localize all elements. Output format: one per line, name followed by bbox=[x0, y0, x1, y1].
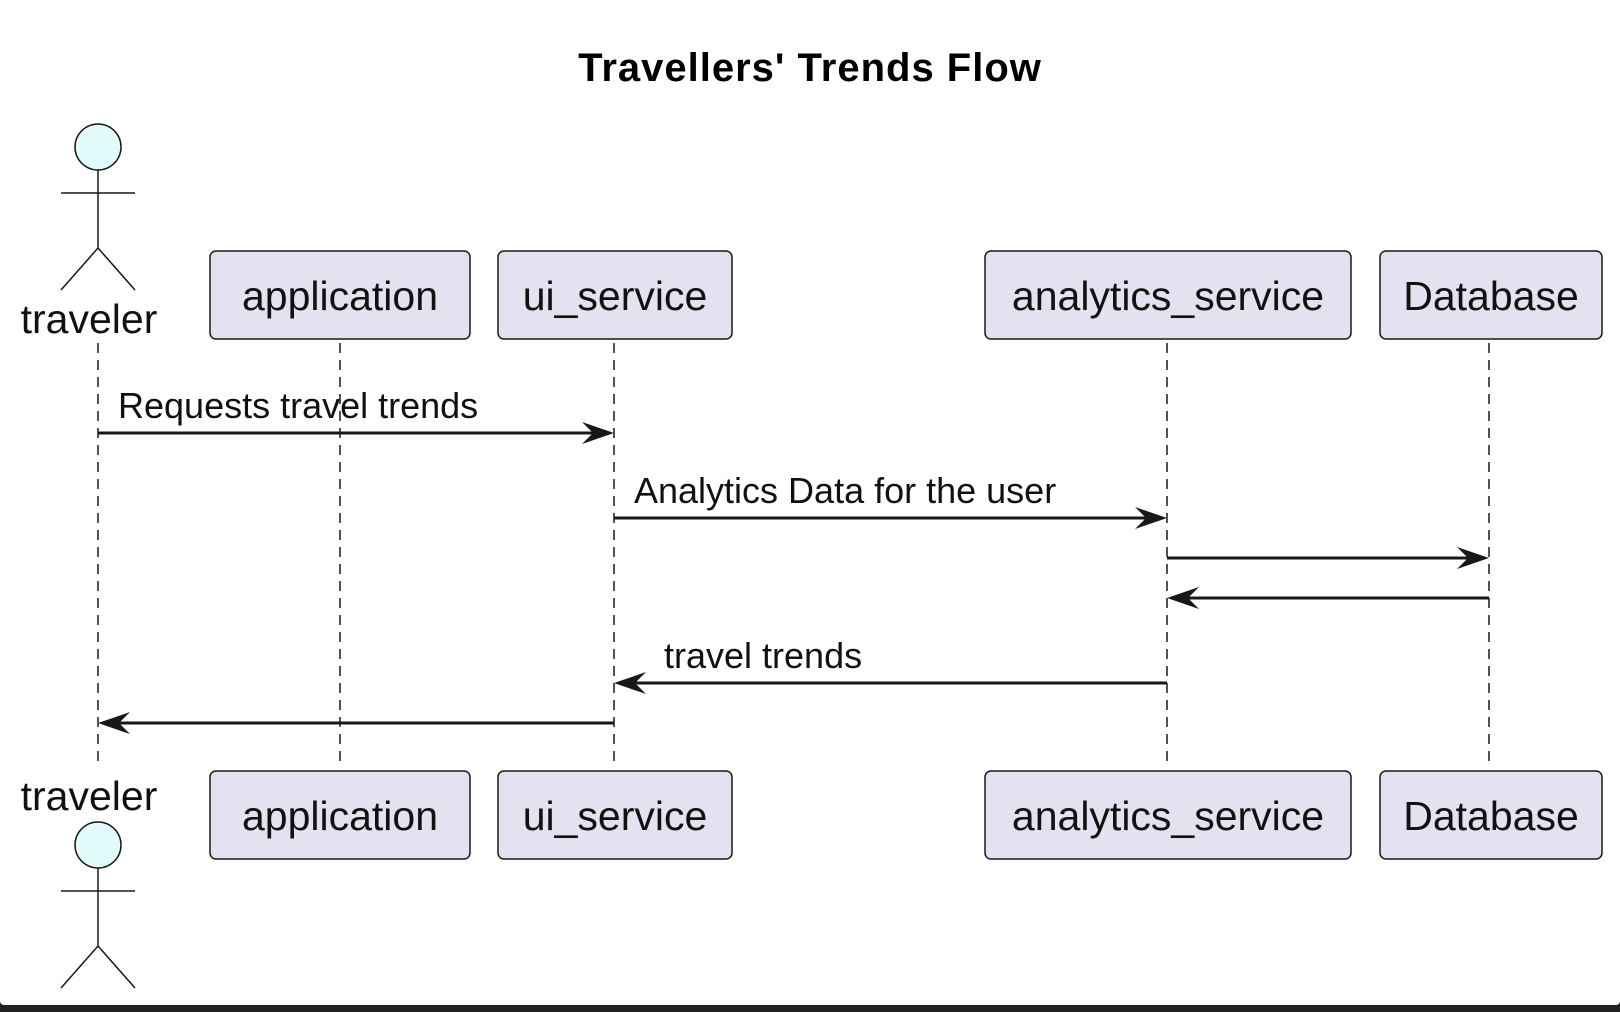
message-5: travel trends bbox=[614, 635, 1167, 694]
participant-label-top-ui_service: ui_service bbox=[523, 273, 708, 319]
participant-label-top-database: Database bbox=[1403, 273, 1579, 319]
arrowhead-icon bbox=[582, 422, 614, 444]
arrowhead-icon bbox=[1167, 587, 1199, 609]
message-2: Analytics Data for the user bbox=[614, 470, 1167, 529]
message-1: Requests travel trends bbox=[98, 385, 614, 444]
arrowhead-icon bbox=[1135, 507, 1167, 529]
actor-head-icon bbox=[74, 821, 122, 869]
participant-label-top-traveler: traveler bbox=[21, 296, 158, 342]
arrowhead-icon bbox=[614, 672, 646, 694]
message-3 bbox=[1167, 547, 1489, 569]
actor-body-icon bbox=[60, 170, 136, 291]
participant-box-top-database: Database bbox=[1379, 250, 1603, 340]
message-label: Analytics Data for the user bbox=[634, 470, 1056, 511]
participant-label-bottom-analytics_service: analytics_service bbox=[1012, 793, 1324, 839]
arrowhead-icon bbox=[98, 712, 130, 734]
message-6 bbox=[98, 712, 614, 734]
actor-body-icon bbox=[60, 868, 136, 989]
participant-box-bottom-database: Database bbox=[1379, 770, 1603, 860]
participant-label-top-analytics_service: analytics_service bbox=[1012, 273, 1324, 319]
participant-box-rect bbox=[1379, 770, 1603, 860]
participant-label-bottom-ui_service: ui_service bbox=[523, 793, 708, 839]
participant-box-rect bbox=[1379, 250, 1603, 340]
lifelines bbox=[97, 343, 1490, 761]
actor-figure-top bbox=[60, 123, 136, 291]
actor-head-icon bbox=[74, 123, 122, 171]
participant-box-top-ui_service: ui_service bbox=[497, 250, 733, 340]
participant-box-rect bbox=[209, 250, 471, 340]
participant-box-bottom-application: application bbox=[209, 770, 471, 860]
participant-box-rect bbox=[497, 770, 733, 860]
participants-bottom: traveler application ui_service analytics_s… bbox=[21, 770, 1603, 989]
participant-box-top-application: application bbox=[209, 250, 471, 340]
participant-label-bottom-traveler: traveler bbox=[21, 773, 158, 819]
participant-box-bottom-analytics_service: analytics_service bbox=[984, 770, 1352, 860]
participant-box-rect bbox=[984, 770, 1352, 860]
participant-box-rect bbox=[209, 770, 471, 860]
participant-box-top-analytics_service: analytics_service bbox=[984, 250, 1352, 340]
participant-box-bottom-ui_service: ui_service bbox=[497, 770, 733, 860]
participant-box-rect bbox=[497, 250, 733, 340]
participant-label-top-application: application bbox=[242, 273, 438, 319]
participants-top: traveler application ui_service analytics_s… bbox=[21, 123, 1603, 342]
message-label: travel trends bbox=[664, 635, 862, 676]
participant-label-bottom-database: Database bbox=[1403, 793, 1579, 839]
participant-label-bottom-application: application bbox=[242, 793, 438, 839]
arrowhead-icon bbox=[1457, 547, 1489, 569]
actor-figure-bottom bbox=[60, 821, 136, 989]
diagram-title: Travellers' Trends Flow bbox=[578, 46, 1042, 90]
message-label: Requests travel trends bbox=[118, 385, 478, 426]
message-4 bbox=[1167, 587, 1489, 609]
participant-box-rect bbox=[984, 250, 1352, 340]
